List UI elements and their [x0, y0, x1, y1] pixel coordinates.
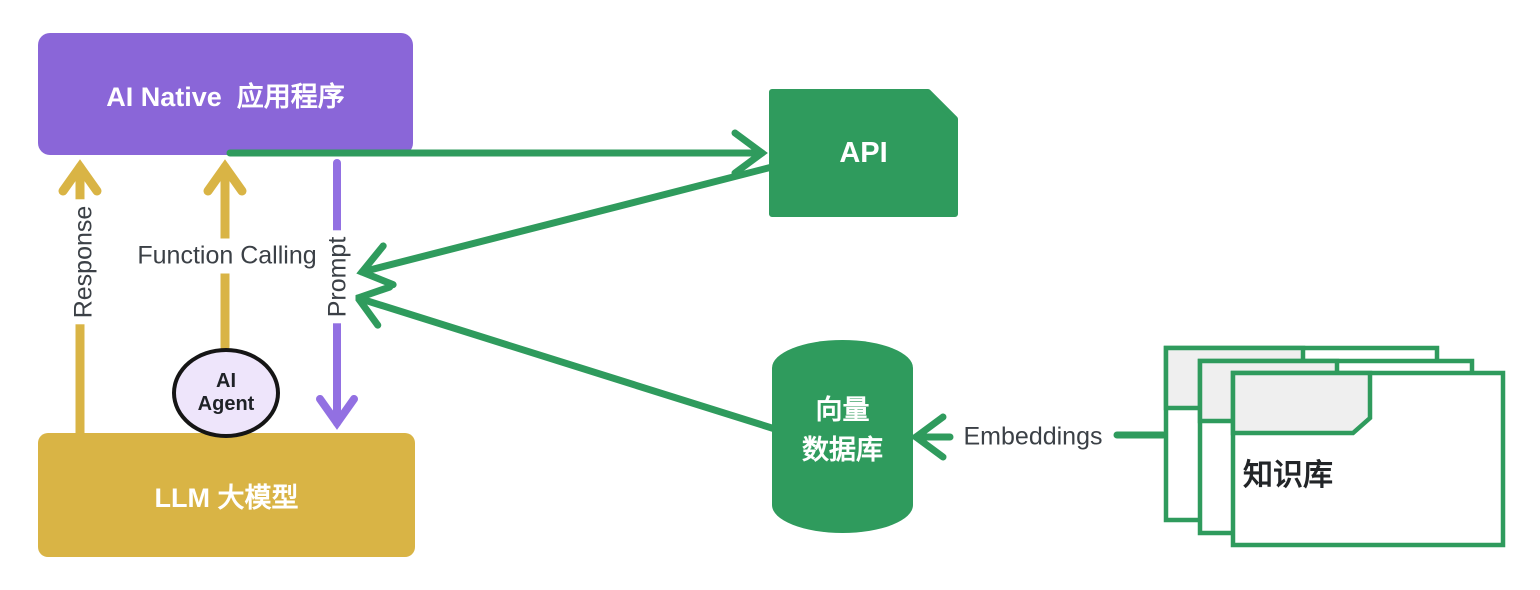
ai-agent-label-line1: AI — [216, 370, 236, 392]
prompt-edge-label: Prompt — [320, 230, 356, 324]
knowledge-base-label: 知识库 — [1243, 459, 1333, 492]
response-edge-label: Response — [66, 199, 102, 325]
llm-label: LLM 大模型 — [154, 482, 299, 513]
function-calling-edge-label: Function Calling — [131, 238, 323, 274]
api-to-app-arrow — [356, 163, 776, 289]
llm-box: LLM 大模型 — [38, 433, 415, 557]
embeddings-edge-label: Embeddings — [957, 419, 1109, 455]
vectordb-to-app-arrow — [352, 283, 779, 433]
ai-agent-label-line2: Agent — [197, 393, 255, 415]
ai-native-app-box: AI Native 应用程序 — [38, 33, 413, 155]
knowledge-card-front — [1230, 370, 1506, 548]
ai-native-app-label: AI Native 应用程序 — [106, 81, 345, 112]
vector-db-cylinder — [772, 340, 913, 533]
ai-agent-node: AI Agent — [172, 348, 280, 438]
api-document-shape — [769, 89, 958, 217]
